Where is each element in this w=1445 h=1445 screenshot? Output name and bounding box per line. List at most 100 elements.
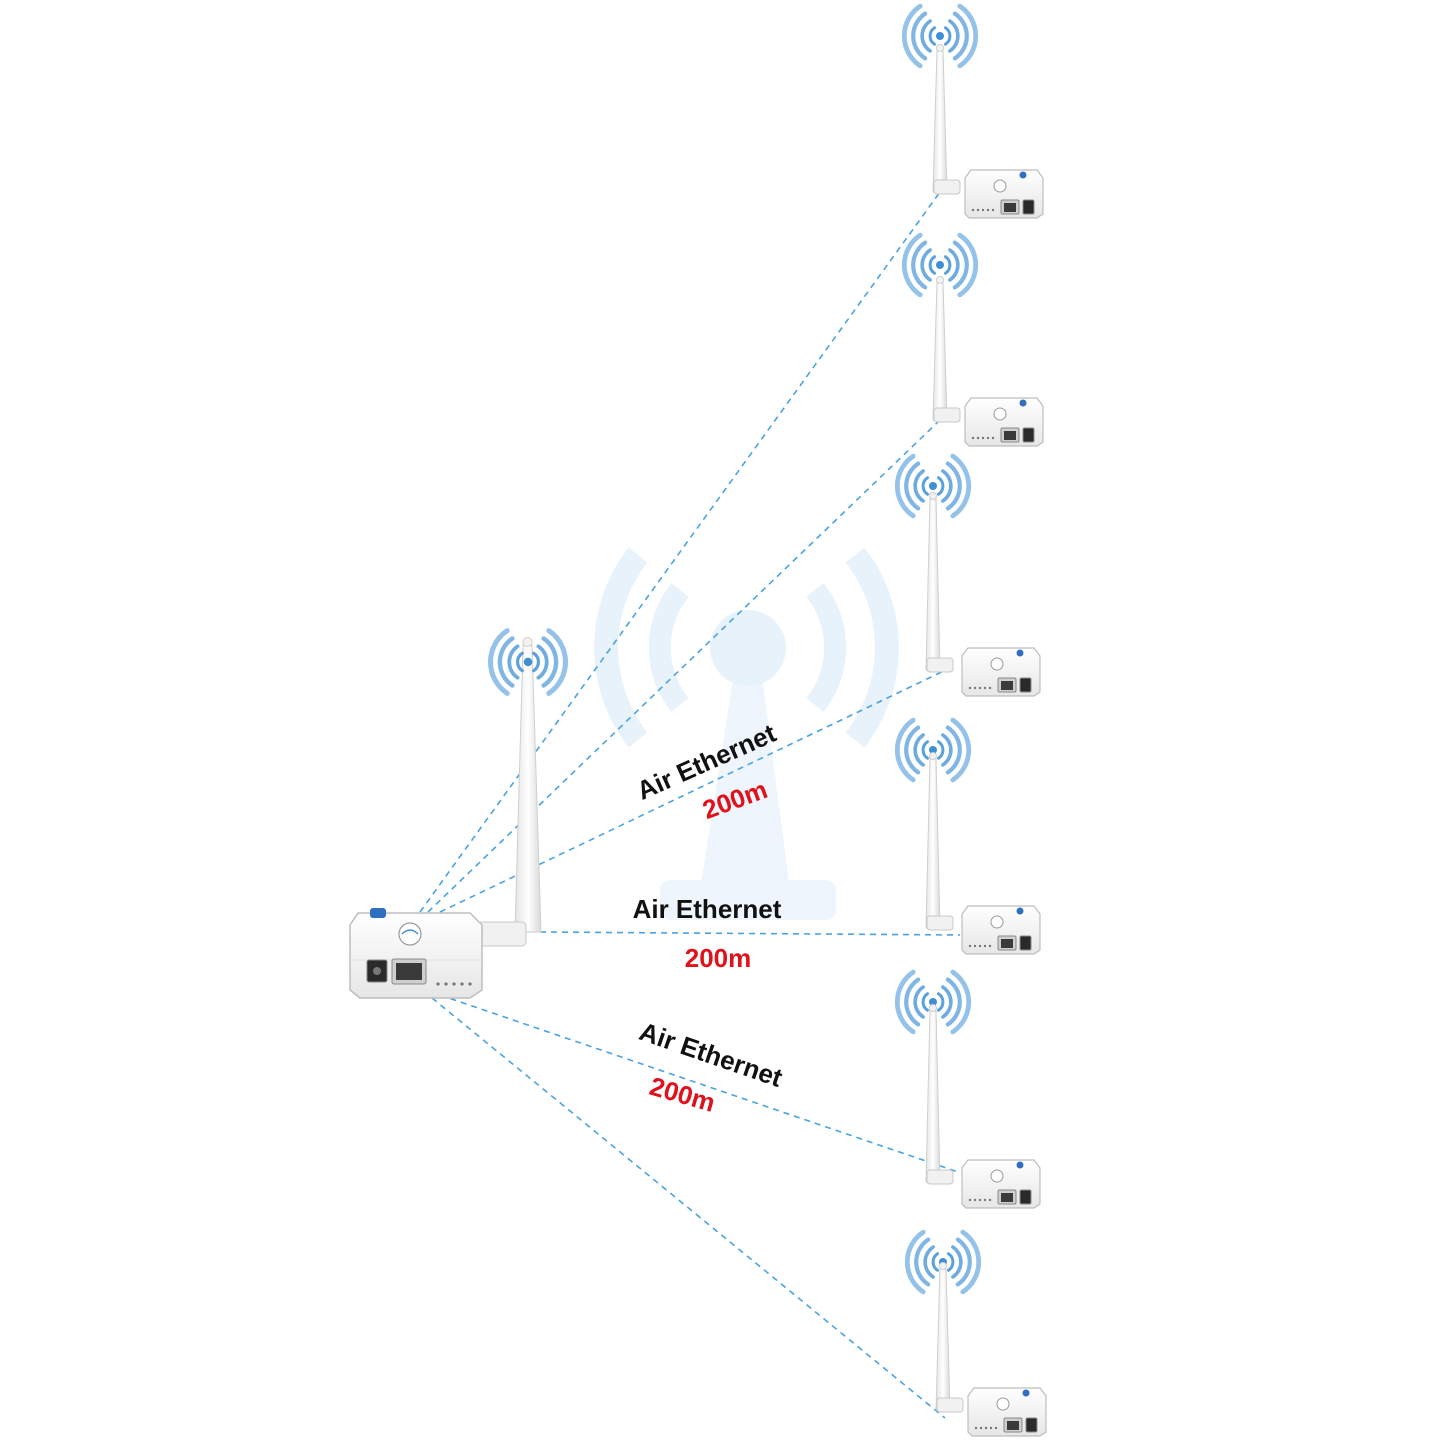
signal-arc (947, 1252, 955, 1272)
signal-arc (941, 733, 953, 767)
rx-badge-icon (1016, 649, 1024, 657)
signal-dot (929, 482, 937, 490)
signal-dot (523, 657, 533, 667)
signal-arc (928, 26, 936, 46)
signal-arc (911, 240, 928, 290)
remote-antenna (925, 497, 941, 671)
signal-arc (904, 725, 921, 775)
power-port (1022, 199, 1035, 215)
signal-arc (497, 636, 515, 688)
signal-arc (894, 453, 916, 519)
tower-watermark-icon (594, 547, 899, 920)
wifi-signal-icon (901, 3, 979, 69)
brand-logo-icon (398, 922, 422, 946)
signal-arc (920, 19, 932, 53)
wifi-signal-icon (901, 232, 979, 298)
signal-arc (921, 992, 929, 1012)
signal-arc (950, 717, 972, 783)
remote-unit (894, 717, 1041, 955)
signal-arc (541, 636, 559, 688)
signal-arc (950, 969, 972, 1035)
signal-arc (951, 1245, 963, 1279)
power-port (1019, 935, 1032, 951)
signal-arc (901, 3, 923, 69)
signal-arc (913, 469, 925, 503)
signal-arc (516, 651, 524, 673)
signal-arc (957, 232, 979, 298)
signal-arc (536, 644, 549, 680)
signal-arc (955, 1237, 972, 1287)
led-indicators (968, 686, 992, 690)
power-port (1019, 677, 1032, 693)
signal-arc (941, 469, 953, 503)
remote-antenna (925, 1009, 941, 1183)
signal-arc (957, 3, 979, 69)
signal-dot (936, 261, 944, 269)
wifi-signal-icon (894, 717, 972, 783)
main-wireless-bridge (349, 628, 568, 999)
signal-arc (904, 461, 921, 511)
power-port (1022, 427, 1035, 443)
rx-badge-icon (370, 908, 386, 918)
link-line (427, 419, 941, 913)
remote-antenna (932, 49, 948, 193)
remote-antenna (932, 281, 948, 421)
remote-antenna (935, 1267, 951, 1411)
signal-arc (950, 453, 972, 519)
link-line (439, 994, 959, 1173)
brand-logo-icon (990, 915, 1004, 929)
signal-arc (960, 1229, 982, 1295)
signal-arc (921, 476, 929, 496)
link-distance: 200m (646, 1071, 718, 1118)
signal-arc (532, 651, 540, 673)
signal-arc (945, 461, 962, 511)
signal-arc (948, 248, 960, 282)
led-indicators (436, 982, 472, 986)
signal-arc (937, 740, 945, 760)
led-indicators (971, 208, 995, 212)
link-distance: 200m (685, 943, 752, 973)
signal-dot (929, 746, 937, 754)
remote-antenna (925, 757, 941, 929)
remote-unit (901, 232, 1044, 447)
signal-arc (894, 969, 916, 1035)
signal-arc (488, 628, 510, 696)
signal-arc (948, 19, 960, 53)
power-port (1025, 1417, 1038, 1433)
signal-arc (914, 1237, 931, 1287)
link-line (539, 931, 961, 936)
brand-logo-icon (990, 1169, 1004, 1183)
brand-logo-icon (990, 657, 1004, 671)
led-indicators (968, 1198, 992, 1202)
signal-arc (931, 1252, 939, 1272)
remote-units (894, 3, 1047, 1437)
led-indicators (974, 1426, 998, 1430)
link-line (419, 191, 941, 913)
signal-arc (920, 248, 932, 282)
signal-arc (945, 977, 962, 1027)
signal-dot (929, 998, 937, 1006)
remote-unit (904, 1229, 1047, 1437)
signal-arc (937, 476, 945, 496)
signal-arc (901, 232, 923, 298)
brand-logo-icon (993, 407, 1007, 421)
wifi-signal-icon (904, 1229, 982, 1295)
signal-arc (507, 644, 520, 680)
link-label: Air Ethernet (633, 894, 782, 924)
signal-arc (944, 26, 952, 46)
link-line (431, 997, 946, 1419)
signal-arc (944, 255, 952, 275)
signal-arc (904, 977, 921, 1027)
signal-arc (913, 733, 925, 767)
signal-arc (937, 992, 945, 1012)
rx-badge-icon (1016, 1161, 1024, 1169)
remote-unit (901, 3, 1044, 219)
rx-badge-icon (1022, 1389, 1030, 1397)
signal-arc (904, 1229, 926, 1295)
signal-arc (952, 11, 969, 61)
signal-arc (928, 255, 936, 275)
brand-logo-icon (993, 179, 1007, 193)
signal-arc (945, 725, 962, 775)
rx-badge-icon (1019, 399, 1027, 407)
signal-arc (546, 628, 568, 696)
